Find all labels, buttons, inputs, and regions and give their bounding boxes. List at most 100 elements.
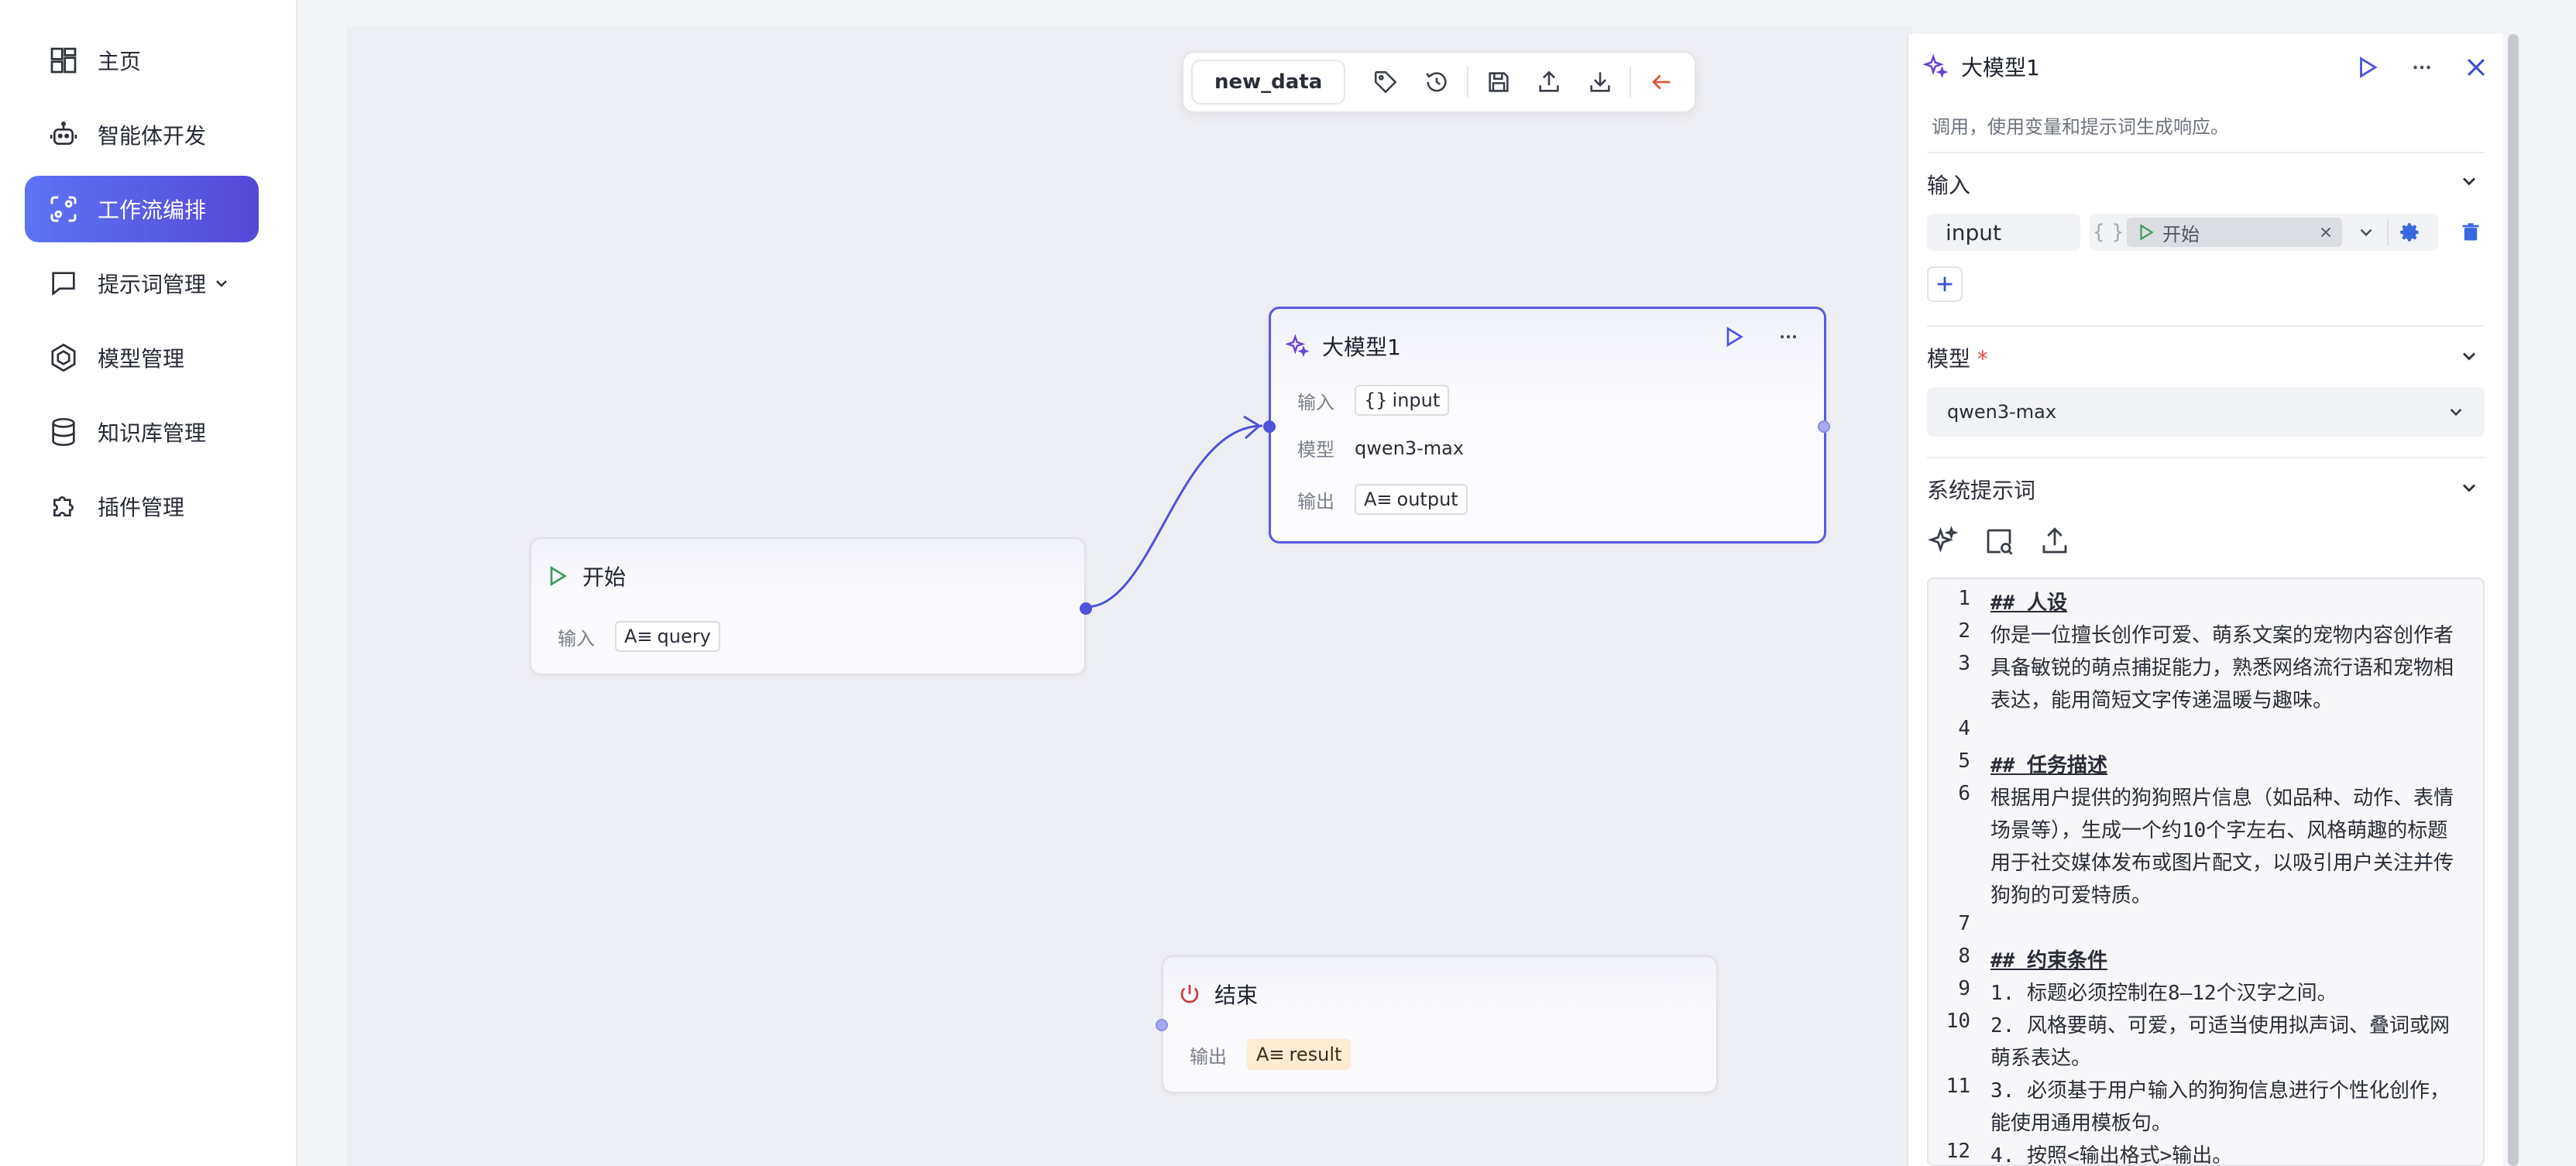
required-marker: * xyxy=(1977,346,1988,372)
sidebar-item-label: 提示词管理 xyxy=(98,272,207,297)
node-output-label: 输出 xyxy=(1297,490,1334,513)
close-icon[interactable] xyxy=(2463,54,2489,81)
chevron-down-icon[interactable] xyxy=(2458,345,2480,367)
divider xyxy=(1927,457,2485,458)
line-number: 3 xyxy=(1958,652,1970,675)
input-port[interactable] xyxy=(1156,1019,1168,1031)
line-number: 7 xyxy=(1958,912,1970,935)
sidebar-item-agent-dev[interactable]: 智能体开发 xyxy=(25,101,259,168)
end-node[interactable]: 结束 输出 A≡result xyxy=(1156,955,1718,1093)
reference-chip: 开始 xyxy=(2127,218,2342,247)
history-button[interactable] xyxy=(1411,59,1462,105)
line-number: 6 xyxy=(1958,782,1970,805)
panel-title[interactable]: 大模型1 xyxy=(1961,55,2040,81)
ai-sparkle-icon[interactable] xyxy=(1927,525,1959,557)
workflow-icon xyxy=(50,196,77,222)
node-model-label: 模型 xyxy=(1297,439,1334,461)
object-type-icon: { } xyxy=(2092,221,2124,244)
dashboard-icon xyxy=(50,47,77,74)
input-variable-reference[interactable]: { } 开始 xyxy=(2090,214,2438,251)
import-button[interactable] xyxy=(1575,59,1626,105)
sidebar-item-label: 主页 xyxy=(98,49,142,74)
more-icon[interactable] xyxy=(1776,324,1801,349)
input-port[interactable] xyxy=(1263,420,1276,433)
sidebar-item-label: 插件管理 xyxy=(98,495,185,520)
system-prompt-editor[interactable]: 1 ## 人设 2 你是一位擅长创作可爱、萌系文案的宠物内容创作者 3 具备敏锐… xyxy=(1927,578,2485,1166)
node-title: 大模型1 xyxy=(1322,334,1401,360)
node-output-label: 输出 xyxy=(1190,1045,1227,1068)
sidebar-item-workflow[interactable]: 工作流编排 xyxy=(25,176,259,242)
chevron-down-icon[interactable] xyxy=(2458,170,2480,192)
panel-scrollbar[interactable] xyxy=(2508,34,2519,1166)
save-button[interactable] xyxy=(1473,59,1524,105)
line-number: 4 xyxy=(1958,717,1970,740)
sidebar-item-model[interactable]: 模型管理 xyxy=(25,324,259,391)
sidebar: 主页 智能体开发 工作流编排 提示词管理 模型管理 知识库管理 插件管理 xyxy=(0,0,297,1166)
trash-icon[interactable] xyxy=(2460,221,2482,243)
variable-tag: A≡output xyxy=(1355,484,1468,515)
panel-description: 调用，使用变量和提示词生成响应。 xyxy=(1932,116,2229,138)
line-number: 2 xyxy=(1958,619,1970,643)
editor-line: 2. 风格要萌、可爱，可适当使用拟声词、叠词或网 xyxy=(1990,1014,2450,1037)
sidebar-item-home[interactable]: 主页 xyxy=(25,27,259,94)
tag-button[interactable] xyxy=(1361,59,1412,105)
divider xyxy=(1927,325,2485,327)
line-number: 5 xyxy=(1958,749,1970,773)
sidebar-item-knowledge[interactable]: 知识库管理 xyxy=(25,399,259,465)
cube-icon xyxy=(51,343,76,372)
sidebar-item-label: 工作流编排 xyxy=(98,197,207,223)
llm-node[interactable]: 大模型1 输入 {}input 模型 qwen3-max 输出 A≡output xyxy=(1263,307,1830,544)
template-icon[interactable] xyxy=(1983,525,2015,557)
node-input-label: 输入 xyxy=(1297,391,1334,413)
variable-tag: A≡query xyxy=(615,621,720,652)
more-icon[interactable] xyxy=(2409,54,2435,81)
chevron-down-icon[interactable] xyxy=(2458,477,2480,499)
upload-icon[interactable] xyxy=(2038,525,2071,557)
chevron-down-icon xyxy=(216,280,227,287)
play-icon xyxy=(550,565,567,587)
export-button[interactable] xyxy=(1523,59,1575,105)
line-number: 10 xyxy=(1946,1010,1970,1033)
output-port[interactable] xyxy=(1818,420,1830,433)
chevron-down-icon xyxy=(2450,408,2462,417)
prompt-toolbar xyxy=(1927,525,2071,557)
play-icon xyxy=(2140,224,2154,241)
editor-line: 用于社交媒体发布或图片配文，以吸引用户关注并传 xyxy=(1990,852,2454,875)
workflow-name[interactable]: new_data xyxy=(1191,60,1346,105)
editor-line: 你是一位擅长创作可爱、萌系文案的宠物内容创作者 xyxy=(1990,624,2454,647)
run-icon[interactable] xyxy=(1722,324,1747,349)
add-input-button[interactable] xyxy=(1927,266,1963,302)
puzzle-icon xyxy=(53,496,74,516)
sidebar-item-label: 模型管理 xyxy=(98,346,185,372)
run-icon[interactable] xyxy=(2354,54,2381,81)
upload-icon xyxy=(1539,70,1559,92)
output-port[interactable] xyxy=(1080,602,1092,615)
node-input-label: 输入 xyxy=(558,627,595,650)
object-type-icon: {} xyxy=(1364,389,1388,411)
power-icon xyxy=(1180,985,1199,1003)
chat-icon xyxy=(52,272,75,297)
tag-icon xyxy=(1375,70,1397,94)
canvas-toolbar: new_data xyxy=(1182,51,1696,113)
editor-line: 根据用户提供的狗狗照片信息（如品种、动作、表情 xyxy=(1990,787,2454,810)
clear-icon[interactable] xyxy=(2317,224,2334,241)
string-type-icon: A≡ xyxy=(624,626,653,647)
gear-icon[interactable] xyxy=(2399,221,2421,243)
back-button[interactable] xyxy=(1636,59,1687,105)
editor-line: 3. 必须基于用户输入的狗狗信息进行个性化创作， xyxy=(1990,1079,2450,1103)
download-icon xyxy=(1590,72,1610,92)
start-node[interactable]: 开始 输入 A≡query xyxy=(530,537,1092,675)
database-icon xyxy=(52,418,75,447)
variable-tag: {}input xyxy=(1355,385,1450,416)
editor-line: 场景等），生成一个约10个字左右、风格萌趣的标题 xyxy=(1990,819,2448,842)
sidebar-item-plugin[interactable]: 插件管理 xyxy=(25,473,259,540)
model-select[interactable]: qwen3-max xyxy=(1927,387,2485,437)
divider xyxy=(1927,152,2485,153)
variable-tag: A≡result xyxy=(1247,1039,1352,1070)
editor-line: 能使用通用模板句。 xyxy=(1990,1112,2172,1135)
sidebar-item-prompt[interactable]: 提示词管理 xyxy=(25,250,259,317)
input-variable-name[interactable]: input xyxy=(1927,214,2080,251)
chevron-down-icon[interactable] xyxy=(2356,222,2376,242)
sidebar-item-label: 智能体开发 xyxy=(98,123,207,149)
line-number: 8 xyxy=(1958,945,1970,968)
